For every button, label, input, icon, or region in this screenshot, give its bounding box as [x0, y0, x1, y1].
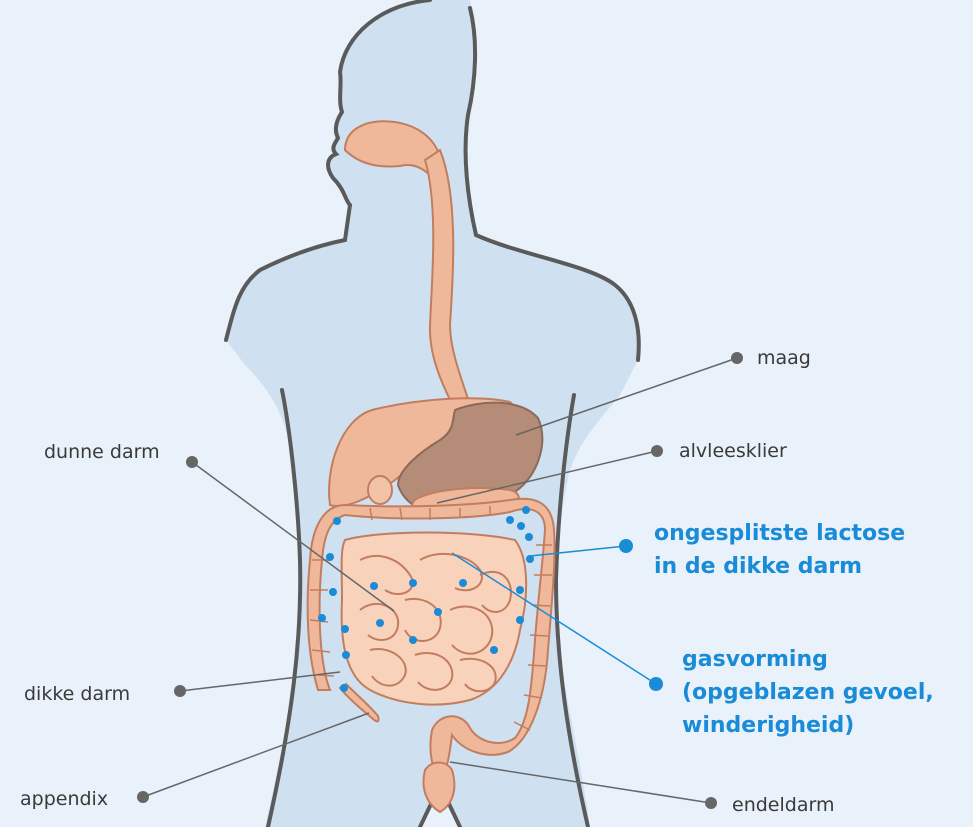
dunne-darm-pointer-dot: [186, 456, 198, 468]
dikke-darm-pointer-dot: [174, 685, 186, 697]
highlight-gas-line-1: gasvorming: [682, 643, 934, 676]
highlight-lactose: ongesplitste lactose in de dikke darm: [654, 517, 905, 583]
small-intestine: [342, 533, 527, 705]
maag-pointer-dot: [731, 352, 743, 364]
label-maag: maag: [757, 347, 811, 369]
label-endeldarm: endeldarm: [732, 794, 834, 816]
gallbladder: [368, 476, 392, 504]
label-dikke-darm: dikke darm: [24, 683, 130, 705]
label-alvleesklier: alvleesklier: [679, 440, 787, 462]
highlight-lactose-line-1: ongesplitste lactose: [654, 517, 905, 550]
endeldarm-pointer-dot: [705, 797, 717, 809]
label-dunne-darm: dunne darm: [44, 441, 160, 463]
highlight-lactose-line-2: in de dikke darm: [654, 550, 905, 583]
highlight-gas-line-2: (opgeblazen gevoel,: [682, 676, 934, 709]
label-appendix: appendix: [20, 788, 108, 810]
alvleesklier-pointer-dot: [651, 445, 663, 457]
appendix-pointer-dot: [137, 791, 149, 803]
highlight-gas: gasvorming (opgeblazen gevoel, winderigh…: [682, 643, 934, 742]
lactose-pointer-dot: [619, 539, 633, 553]
highlight-gas-line-3: winderigheid): [682, 709, 934, 742]
gas-pointer-dot: [649, 677, 663, 691]
